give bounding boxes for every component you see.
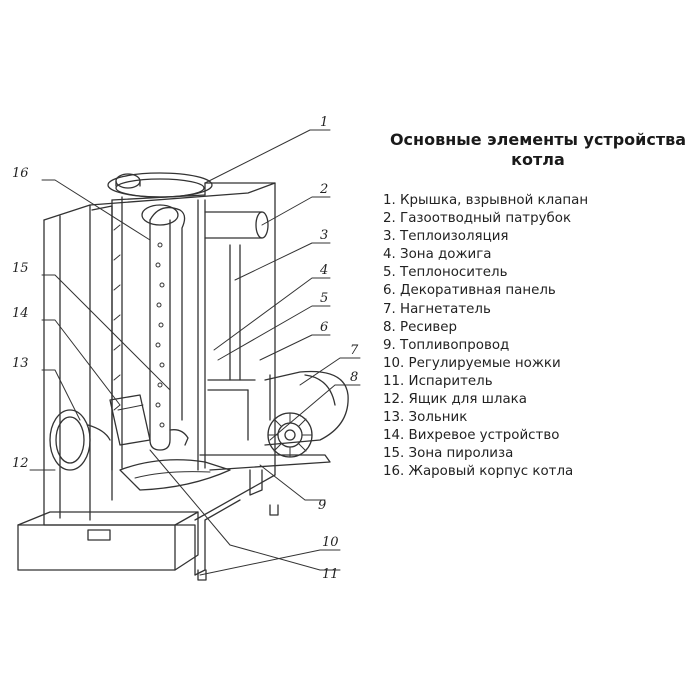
callout-11: 11 — [322, 567, 339, 582]
callout-16: 16 — [12, 166, 29, 181]
callout-5: 5 — [320, 291, 328, 306]
vortex-device — [109, 394, 151, 446]
callout-7: 7 — [350, 343, 359, 358]
legend-item: 4. Зона дожига — [383, 247, 492, 263]
legend-list: 1. Крышка, взрывной клапан 2. Газоотводн… — [383, 192, 693, 482]
callout-4: 4 — [319, 263, 328, 278]
receiver — [267, 412, 313, 458]
callout-15: 15 — [12, 261, 29, 276]
callout-8: 8 — [350, 370, 358, 385]
legend-item: 8. Ресивер — [383, 319, 458, 335]
gas-outlet-pipe — [204, 211, 269, 239]
legend-panel: Основные элементы устройства котла 1. Кр… — [383, 130, 693, 482]
legend-item: 1. Крышка, взрывной клапан — [383, 193, 589, 208]
legend-item: 11. Испаритель — [383, 373, 493, 389]
legend-item: 13. Зольник — [383, 410, 468, 426]
slag-drawer — [17, 511, 199, 571]
callout-13: 13 — [12, 356, 29, 371]
callout-10: 10 — [322, 535, 339, 550]
callout-6: 6 — [320, 320, 328, 335]
legend-item: 16. Жаровый корпус котла — [383, 464, 574, 480]
legend-item: 12. Ящик для шлака — [383, 392, 527, 408]
legend-item: 15. Зона пиролиза — [383, 446, 514, 462]
legend-item: 6. Декоративная панель — [383, 283, 556, 299]
legend-title-line-2: котла — [511, 150, 565, 169]
callout-numbers: 1 2 3 4 5 6 7 8 9 10 11 12 13 14 15 16 — [12, 115, 359, 582]
firebox-shell — [111, 194, 206, 471]
adjustable-feet — [197, 504, 279, 581]
callout-3: 3 — [320, 228, 328, 243]
leader-lines — [29, 129, 361, 576]
blower-fan — [264, 370, 349, 446]
callout-2: 2 — [319, 182, 328, 197]
legend-item: 9. Топливопровод — [383, 337, 510, 353]
legend-item: 10. Регулируемые ножки — [383, 355, 561, 371]
ash-pan — [119, 459, 231, 491]
afterburn-zone — [207, 244, 256, 441]
fuel-line — [199, 454, 331, 496]
legend-item: 3. Теплоизоляция — [383, 229, 509, 245]
side-door — [49, 409, 111, 471]
callout-12: 12 — [12, 456, 29, 471]
legend-item: 5. Теплоноситель — [383, 265, 508, 281]
evaporator-tube — [141, 204, 189, 451]
callout-9: 9 — [318, 498, 326, 513]
legend-title: Основные элементы устройства котла — [383, 130, 693, 170]
legend-item: 14. Вихревое устройство — [383, 428, 560, 444]
lid-explosion-valve — [107, 172, 213, 198]
callout-14: 14 — [12, 306, 29, 321]
legend-item: 7. Нагнетатель — [383, 301, 491, 317]
legend-item: 2. Газоотводный патрубок — [383, 211, 572, 227]
legend-title-line-1: Основные элементы устройства — [389, 130, 687, 149]
callout-1: 1 — [320, 115, 328, 130]
